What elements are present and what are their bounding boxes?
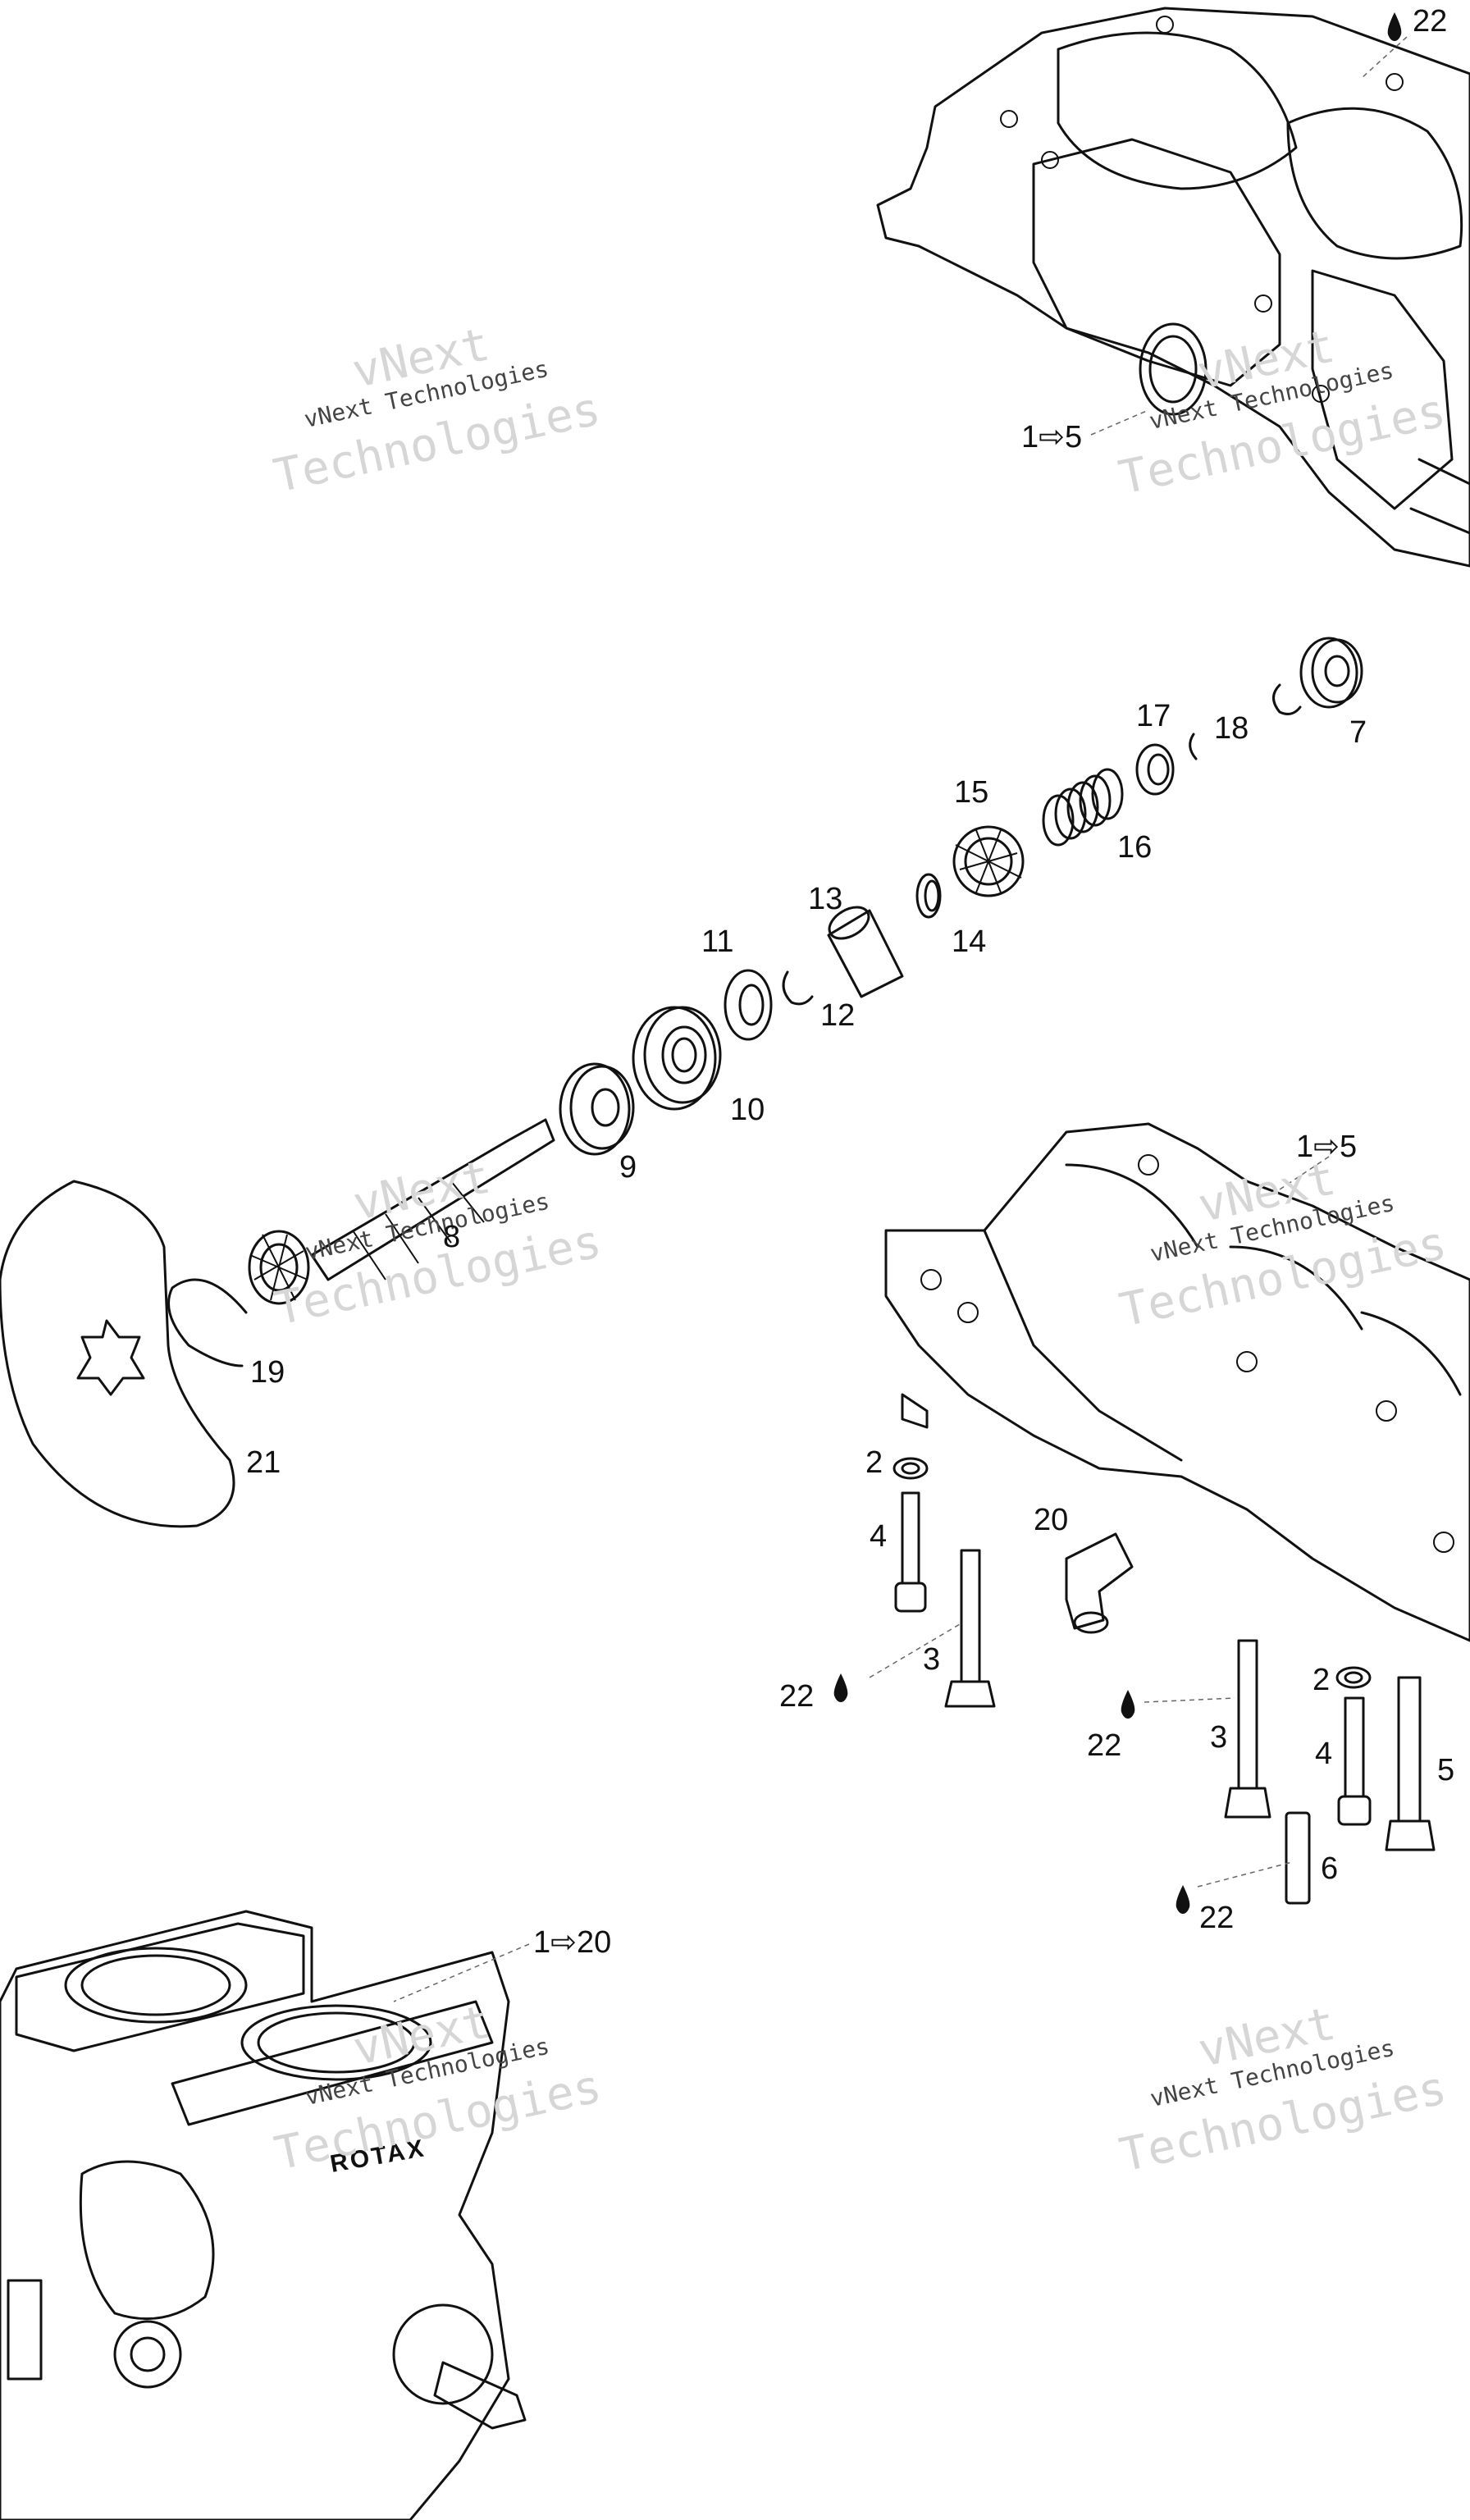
loctite-drop-icons <box>833 12 1402 1914</box>
watermark-1: vNext vNext Technologies Technologies <box>269 317 605 503</box>
callout-21: 21 <box>246 1445 281 1480</box>
upper-crankcase-drawing <box>876 7 1470 568</box>
callout-22-top: 22 <box>1413 4 1447 39</box>
callout-12: 12 <box>820 998 855 1033</box>
callout-4-right: 4 <box>1315 1737 1332 1771</box>
callout-16: 16 <box>1117 830 1152 865</box>
callout-8: 8 <box>443 1220 460 1254</box>
leader-lines <box>393 36 1408 2002</box>
callout-3-right: 3 <box>1210 1720 1227 1755</box>
callout-5: 5 <box>1437 1753 1454 1787</box>
drop-icon <box>833 1673 848 1702</box>
callout-15: 15 <box>954 775 988 810</box>
callout-14: 14 <box>952 924 986 959</box>
callout-1to5-top: 1⇨5 <box>1021 420 1082 454</box>
callout-17: 17 <box>1136 699 1171 733</box>
callout-11: 11 <box>701 924 733 959</box>
bolts-drawing <box>892 1457 1436 1905</box>
callout-6: 6 <box>1321 1851 1338 1886</box>
callout-2-right: 2 <box>1312 1663 1330 1697</box>
callout-22-bottom: 22 <box>1199 1901 1234 1935</box>
callout-labels: 22 1⇨5 7 17 18 15 16 13 14 11 12 10 9 8 … <box>246 4 1454 1960</box>
callout-13: 13 <box>808 882 842 916</box>
shaft-assembly-drawing <box>0 637 1363 1528</box>
callout-19: 19 <box>250 1355 285 1390</box>
callout-1to20: 1⇨20 <box>533 1925 611 1960</box>
callout-3-left: 3 <box>923 1642 940 1677</box>
callout-7: 7 <box>1349 715 1367 750</box>
callout-1to5-mid: 1⇨5 <box>1296 1130 1357 1164</box>
watermark-3: vNext vNext Technologies Technologies <box>270 1150 605 1335</box>
callout-20: 20 <box>1034 1503 1068 1537</box>
watermark-6: vNext vNext Technologies Technologies <box>1116 1997 1451 2182</box>
drop-icon <box>1387 12 1402 41</box>
callout-4-left: 4 <box>870 1519 887 1554</box>
callout-22-mid: 22 <box>1087 1728 1121 1763</box>
callout-10: 10 <box>730 1093 765 1127</box>
callout-18: 18 <box>1214 711 1249 746</box>
callout-9: 9 <box>619 1150 637 1185</box>
lower-crankcase-drawing <box>884 1122 1470 1642</box>
callout-2-left: 2 <box>865 1445 883 1480</box>
callout-22-left: 22 <box>779 1679 814 1714</box>
drop-icon <box>1176 1885 1190 1914</box>
watermark-4: vNext vNext Technologies Technologies <box>1116 1152 1451 1337</box>
watermarks: vNext vNext Technologies Technologies vN… <box>269 317 1451 2182</box>
drop-icon <box>1121 1690 1135 1719</box>
